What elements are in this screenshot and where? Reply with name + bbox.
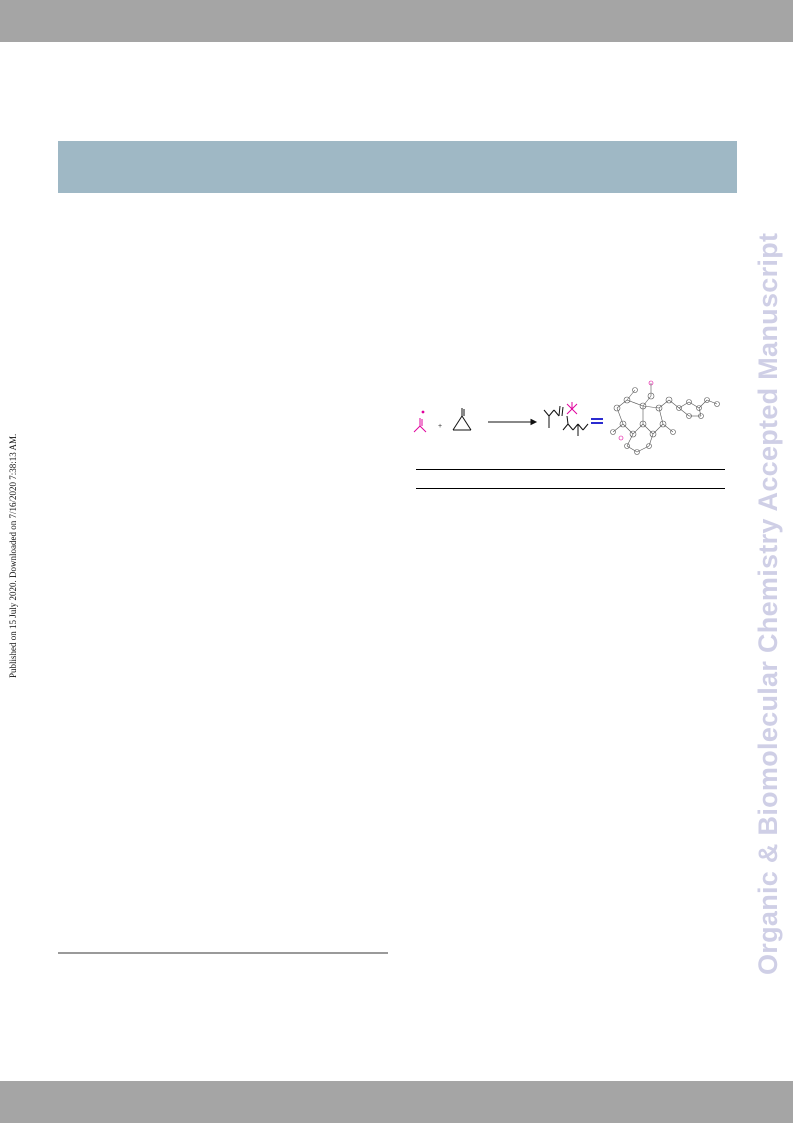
- header-band: [58, 141, 737, 193]
- reactant-2: [452, 408, 472, 431]
- journal-watermark: Organic & Biomolecular Chemistry Accepte…: [753, 232, 783, 975]
- product-structure: [543, 405, 589, 436]
- footnote-rule: [58, 952, 388, 954]
- publication-note: Published on 15 July 2020. Downloaded on…: [8, 433, 18, 678]
- bottom-bar: [0, 1081, 793, 1123]
- reaction-scheme: +: [413, 380, 720, 455]
- equals-sign: [591, 418, 603, 424]
- plus-sign: +: [438, 423, 442, 430]
- crystal-structure: [610, 380, 720, 455]
- table-top-rule: [416, 469, 725, 470]
- reactant-1: [413, 410, 427, 433]
- top-bar: [0, 0, 793, 42]
- reaction-arrow: [488, 418, 538, 426]
- product-highlight: [566, 402, 578, 415]
- table-header-rule: [416, 488, 725, 489]
